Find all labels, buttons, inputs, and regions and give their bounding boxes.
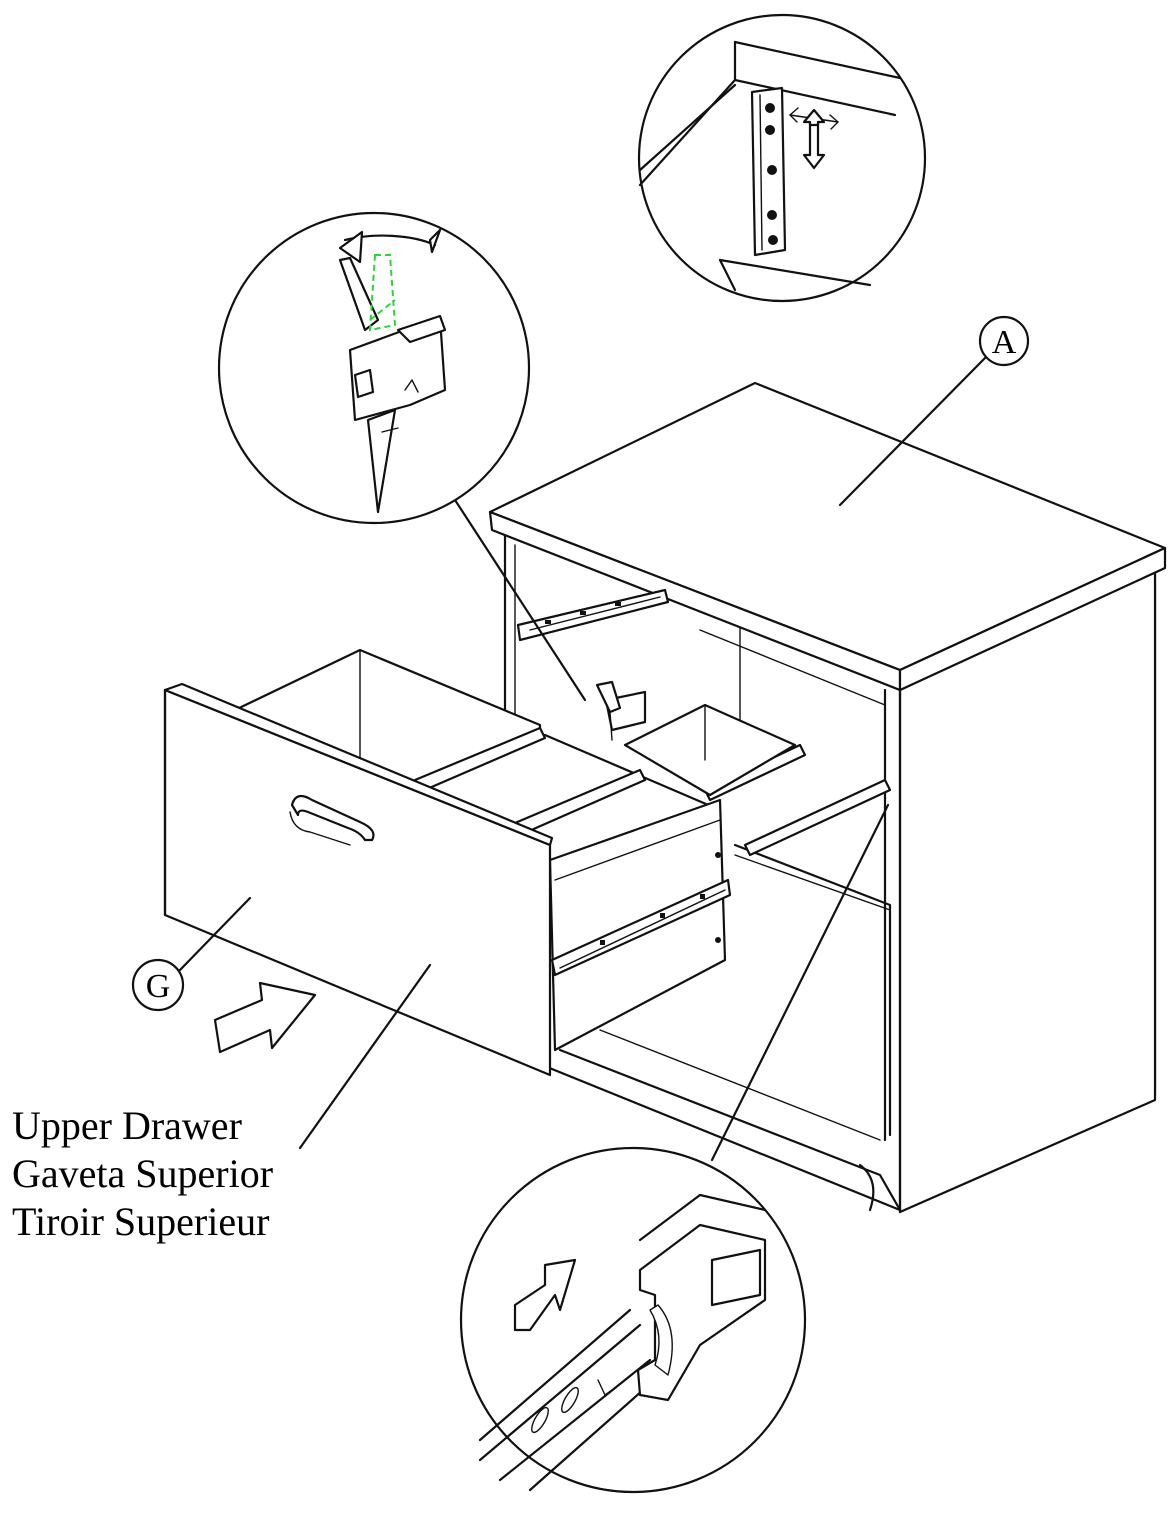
leader-line-rail [710,803,890,1162]
cabinet-slide-rail [516,588,670,642]
cabinet [488,381,1167,1214]
leader-line-latch [453,498,587,702]
leader-line-drawer-label [298,963,432,1150]
drawer-label: Upper Drawer Gaveta Superior Tiroir Supe… [12,1102,273,1246]
drawer-label-english: Upper Drawer [12,1103,242,1148]
slide-push-arrow-icon [513,1258,577,1332]
rotate-arrow-icon [338,230,364,264]
cabinet-top-side-edge [898,546,1167,692]
callout-g: G [131,896,252,1012]
push-arrow-icon [213,981,317,1054]
callout-g-label: G [146,968,171,1005]
upper-drawer [163,648,892,1077]
callout-a-label: A [992,324,1017,361]
callout-a: A [838,315,1030,507]
zoom-detail-slide [459,1146,807,1494]
drawer-handle [290,794,375,842]
zoom-detail-bracket [637,13,927,303]
drawer-label-spanish: Gaveta Superior [12,1151,274,1196]
drawer-label-french: Tiroir Superieur [12,1199,270,1244]
zoom-detail-latch [217,211,531,525]
